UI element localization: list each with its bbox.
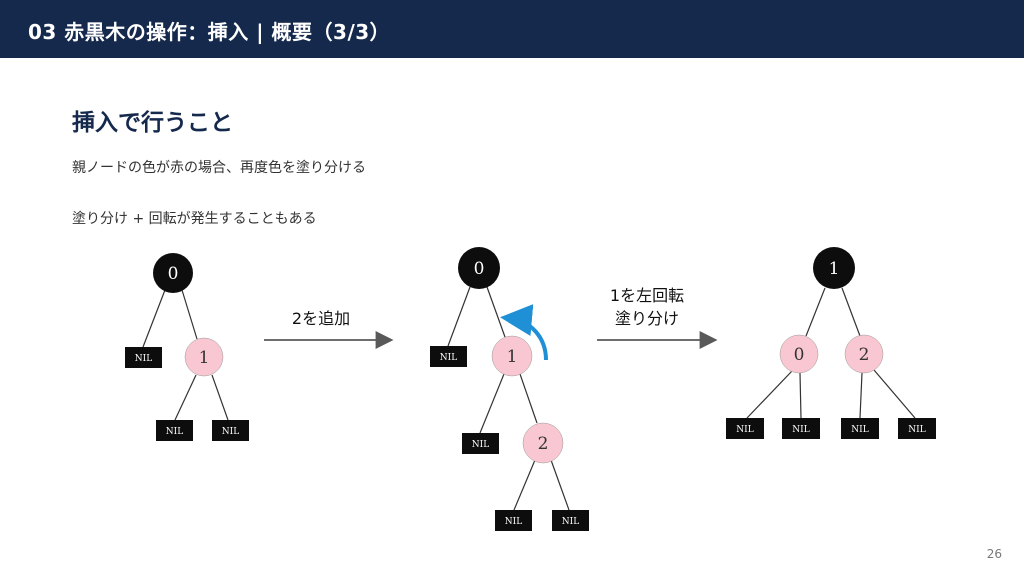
- nil-leaf: [495, 510, 532, 531]
- node-label: 0: [474, 259, 485, 279]
- tree-node-red: [184, 337, 224, 377]
- nil-leaf: [841, 418, 879, 439]
- edge: [799, 372, 802, 419]
- nil-label: NIL: [166, 427, 183, 437]
- nil-leaf: [552, 510, 589, 531]
- nil-leaf: [125, 347, 162, 368]
- step-label-add: 2を追加: [292, 309, 350, 328]
- step-label-recolor: 塗り分け: [615, 309, 679, 328]
- tree-node-black: [813, 247, 855, 289]
- node-label: 1: [199, 348, 210, 368]
- edge: [479, 373, 505, 434]
- nil-label: NIL: [908, 425, 925, 435]
- node-label: 1: [829, 259, 840, 279]
- section-title: 挿入で行うこと: [72, 110, 233, 136]
- tree-node-black: [153, 253, 193, 293]
- edge: [181, 289, 198, 340]
- description-line-2: 塗り分け + 回転が発生することもある: [72, 211, 317, 227]
- nil-label: NIL: [135, 354, 152, 364]
- nil-leaf: [462, 433, 499, 454]
- nil-leaf: [898, 418, 936, 439]
- nil-leaf: [430, 346, 467, 367]
- page-title: 03 赤黒木の操作：挿入 | 概要（3/3）: [28, 20, 391, 44]
- edge: [513, 459, 536, 511]
- rotation-arrow-icon: [500, 304, 548, 361]
- edge: [805, 287, 826, 337]
- edge: [486, 286, 506, 338]
- tree-after-insert: 0 1 2 NIL NIL NIL NIL: [430, 247, 589, 531]
- edge: [211, 374, 229, 421]
- nil-label: NIL: [562, 517, 579, 527]
- edge: [859, 372, 863, 419]
- nil-label: NIL: [440, 353, 457, 363]
- edge: [447, 286, 471, 347]
- nil-leaf: [782, 418, 820, 439]
- edge: [519, 373, 538, 424]
- edge: [746, 370, 793, 419]
- nil-label: NIL: [222, 427, 239, 437]
- page-number: 26: [986, 547, 1002, 561]
- tree-node-red: [522, 422, 564, 464]
- nil-label: NIL: [736, 425, 753, 435]
- edge: [174, 374, 197, 421]
- nil-label: NIL: [505, 517, 522, 527]
- tree-node-red: [779, 334, 819, 374]
- edge: [142, 289, 166, 348]
- step-label-rotate: 1を左回転: [610, 286, 684, 305]
- node-label: 0: [794, 345, 805, 365]
- tree-node-red: [844, 334, 884, 374]
- edge: [873, 369, 916, 419]
- tree-before-insert: 0 1 NIL NIL NIL: [125, 253, 249, 441]
- nil-leaf: [212, 420, 249, 441]
- tree-node-black: [458, 247, 500, 289]
- header-bar: 03 赤黒木の操作：挿入 | 概要（3/3）: [0, 0, 1024, 58]
- node-label: 2: [859, 345, 870, 365]
- nil-label: NIL: [851, 425, 868, 435]
- tree-after-rotation: 1 0 2 NIL NIL NIL NIL: [726, 247, 936, 439]
- nil-label: NIL: [472, 440, 489, 450]
- nil-leaf: [726, 418, 764, 439]
- nil-leaf: [156, 420, 193, 441]
- node-label: 2: [538, 434, 549, 454]
- node-label: 1: [507, 347, 518, 367]
- node-label: 0: [168, 264, 179, 284]
- nil-label: NIL: [792, 425, 809, 435]
- edge: [841, 287, 861, 337]
- description-line-1: 親ノードの色が赤の場合、再度色を塗り分ける: [72, 160, 366, 176]
- edge: [550, 459, 570, 511]
